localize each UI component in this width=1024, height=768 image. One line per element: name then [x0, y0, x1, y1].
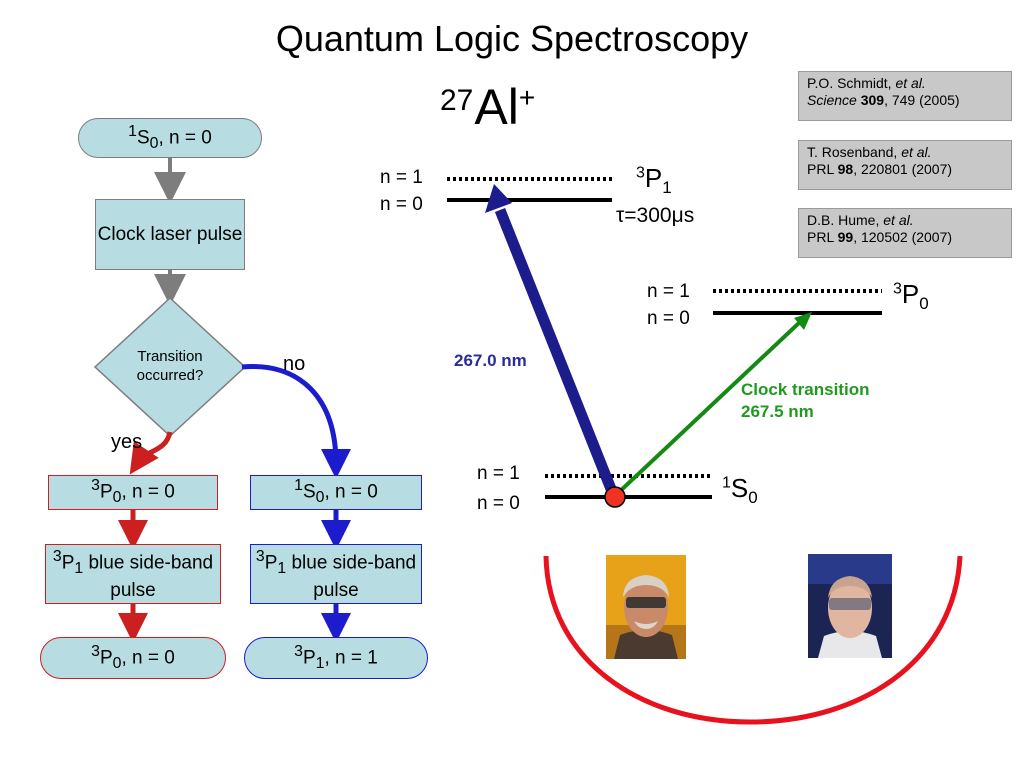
no-label: no	[283, 353, 306, 375]
no-state-box: 1S0, n = 0	[250, 475, 422, 510]
p1-term-symbol: 3P1	[636, 163, 672, 198]
clock-transition-head	[794, 312, 812, 330]
p0-n1-label: n = 1	[647, 281, 690, 302]
flow-start-state: 1S0, n = 0	[78, 118, 262, 158]
p1-lifetime: τ=300μs	[616, 204, 695, 227]
flow-decision-label: Transition occurred?	[136, 348, 204, 384]
flow-clock-laser-pulse: Clock laser pulse	[95, 199, 245, 270]
transition-267-0-label: 267.0 nm	[454, 351, 527, 370]
trap-electrode-arc	[543, 555, 963, 725]
ion-element: Al	[474, 79, 519, 135]
ion-mass-number: 27	[440, 84, 474, 117]
yes-sideband-pulse-box: 3P1 blue side-band pulse	[45, 544, 221, 604]
p1-n0-label: n = 0	[380, 194, 423, 215]
p0-term-symbol: 3P0	[893, 279, 929, 314]
reference-schmidt: P.O. Schmidt, et al. Science 309, 749 (2…	[798, 71, 1012, 121]
no-end-state: 3P1, n = 1	[244, 637, 428, 679]
yes-state-box: 3P0, n = 0	[48, 475, 218, 510]
no-sideband-pulse-box: 3P1 blue side-band pulse	[250, 544, 422, 604]
yes-arrow	[129, 431, 173, 475]
ion-dot	[604, 486, 626, 508]
reference-rosenband: T. Rosenband, et al. PRL 98, 220801 (200…	[798, 140, 1012, 190]
p1-n1-label: n = 1	[380, 167, 423, 188]
ion-charge: +	[518, 82, 536, 113]
no-arrow	[241, 364, 351, 479]
yes-label: yes	[111, 431, 143, 453]
ion-symbol: 27Al+	[440, 78, 535, 136]
s0-term-symbol: 1S0	[722, 473, 758, 508]
slide-title: Quantum Logic Spectroscopy	[275, 18, 749, 59]
transition-267-0-head	[485, 184, 512, 213]
portrait-photo-left	[606, 555, 686, 659]
transition-267-0-shaft	[494, 207, 619, 497]
clock-transition-shaft	[615, 320, 802, 496]
clock-transition-label: Clock transition 267.5 nm	[741, 380, 870, 421]
s0-n0-label: n = 0	[477, 493, 520, 514]
reference-hume: D.B. Hume, et al. PRL 99, 120502 (2007)	[798, 208, 1012, 258]
s0-n1-label: n = 1	[477, 463, 520, 484]
p0-n0-label: n = 0	[647, 308, 690, 329]
portrait-photo-right	[808, 554, 892, 658]
yes-end-state: 3P0, n = 0	[40, 637, 226, 679]
